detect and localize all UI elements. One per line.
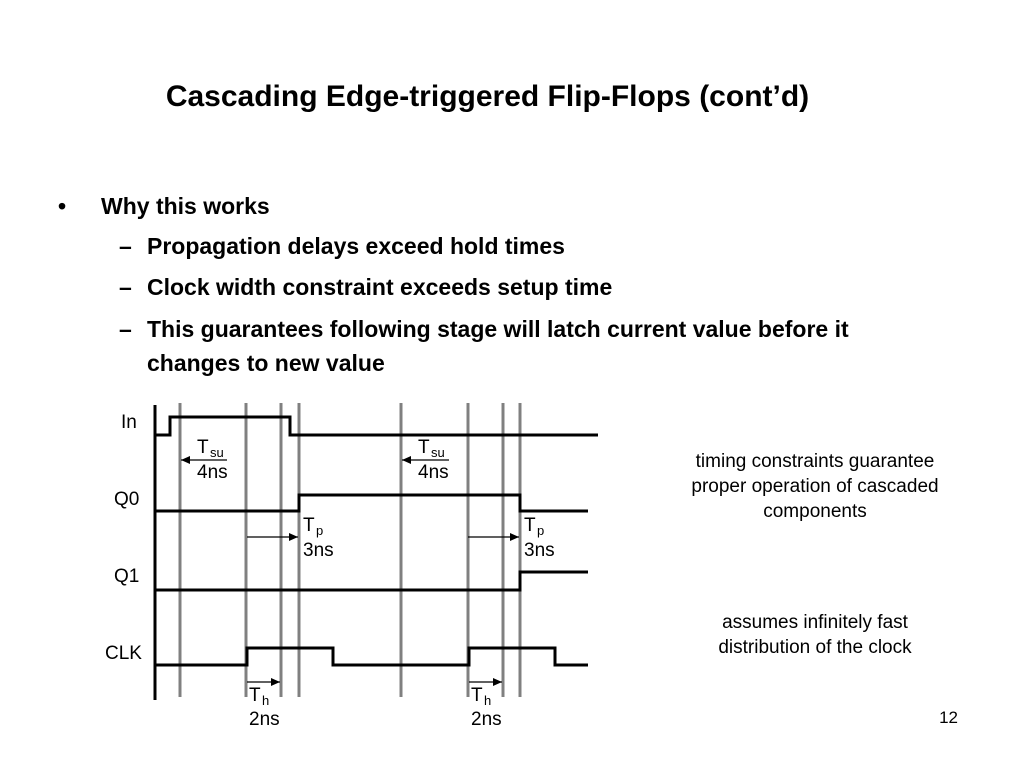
waveform-q0	[155, 493, 588, 513]
signal-label-clk: CLK	[105, 643, 142, 664]
setup-1-value: 4ns	[197, 462, 228, 483]
page-number: 12	[939, 708, 958, 727]
setup-2-symbol: T	[418, 437, 430, 458]
propagation-2-value: 3ns	[524, 540, 555, 561]
hold-1-subscript: h	[262, 693, 269, 708]
setup-2-arrowhead	[402, 456, 411, 464]
hold-1-value: 2ns	[249, 709, 280, 730]
sub-bullet-clock-width: Clock width constraint exceeds setup tim…	[147, 274, 613, 300]
hold-2-symbol: T	[471, 685, 483, 706]
propagation-1-subscript: p	[316, 523, 323, 538]
signal-label-q1: Q1	[114, 566, 139, 587]
sub-bullet-marker: –	[119, 316, 132, 342]
hold-2-value: 2ns	[471, 709, 502, 730]
bullet-marker: •	[58, 193, 67, 219]
hold-2-arrowhead	[493, 678, 502, 686]
setup-1-arrowhead	[181, 456, 190, 464]
waveform-clk	[155, 646, 588, 667]
propagation-1-arrowhead	[289, 533, 298, 541]
sub-bullet-guarantee: This guarantees following stage will lat…	[147, 316, 849, 376]
propagation-1-value: 3ns	[303, 540, 334, 561]
waveform-in	[155, 415, 598, 437]
propagation-2-symbol: T	[524, 515, 536, 536]
hold-2-subscript: h	[484, 693, 491, 708]
hold-1-arrowhead	[271, 678, 280, 686]
signal-label-in: In	[121, 412, 137, 433]
note-timing-constraints: timing constraints guarantee proper oper…	[691, 451, 939, 522]
sub-bullet-marker: –	[119, 233, 132, 259]
slide-title: Cascading Edge-triggered Flip-Flops (con…	[165, 80, 810, 113]
propagation-2-subscript: p	[537, 523, 544, 538]
waveform-q1	[155, 570, 588, 592]
propagation-1-symbol: T	[303, 515, 315, 536]
bullet-why-this-works: Why this works	[101, 193, 270, 219]
sub-bullet-propagation: Propagation delays exceed hold times	[147, 233, 565, 259]
setup-1-subscript: su	[210, 445, 224, 460]
sub-bullet-marker: –	[119, 274, 132, 300]
setup-2-subscript: su	[431, 445, 445, 460]
setup-2-value: 4ns	[418, 462, 449, 483]
note-clock-distribution: assumes infinitely fast distribution of …	[718, 612, 912, 658]
hold-1-symbol: T	[249, 685, 261, 706]
propagation-2-arrowhead	[510, 533, 519, 541]
signal-label-q0: Q0	[114, 489, 139, 510]
setup-1-symbol: T	[197, 437, 209, 458]
